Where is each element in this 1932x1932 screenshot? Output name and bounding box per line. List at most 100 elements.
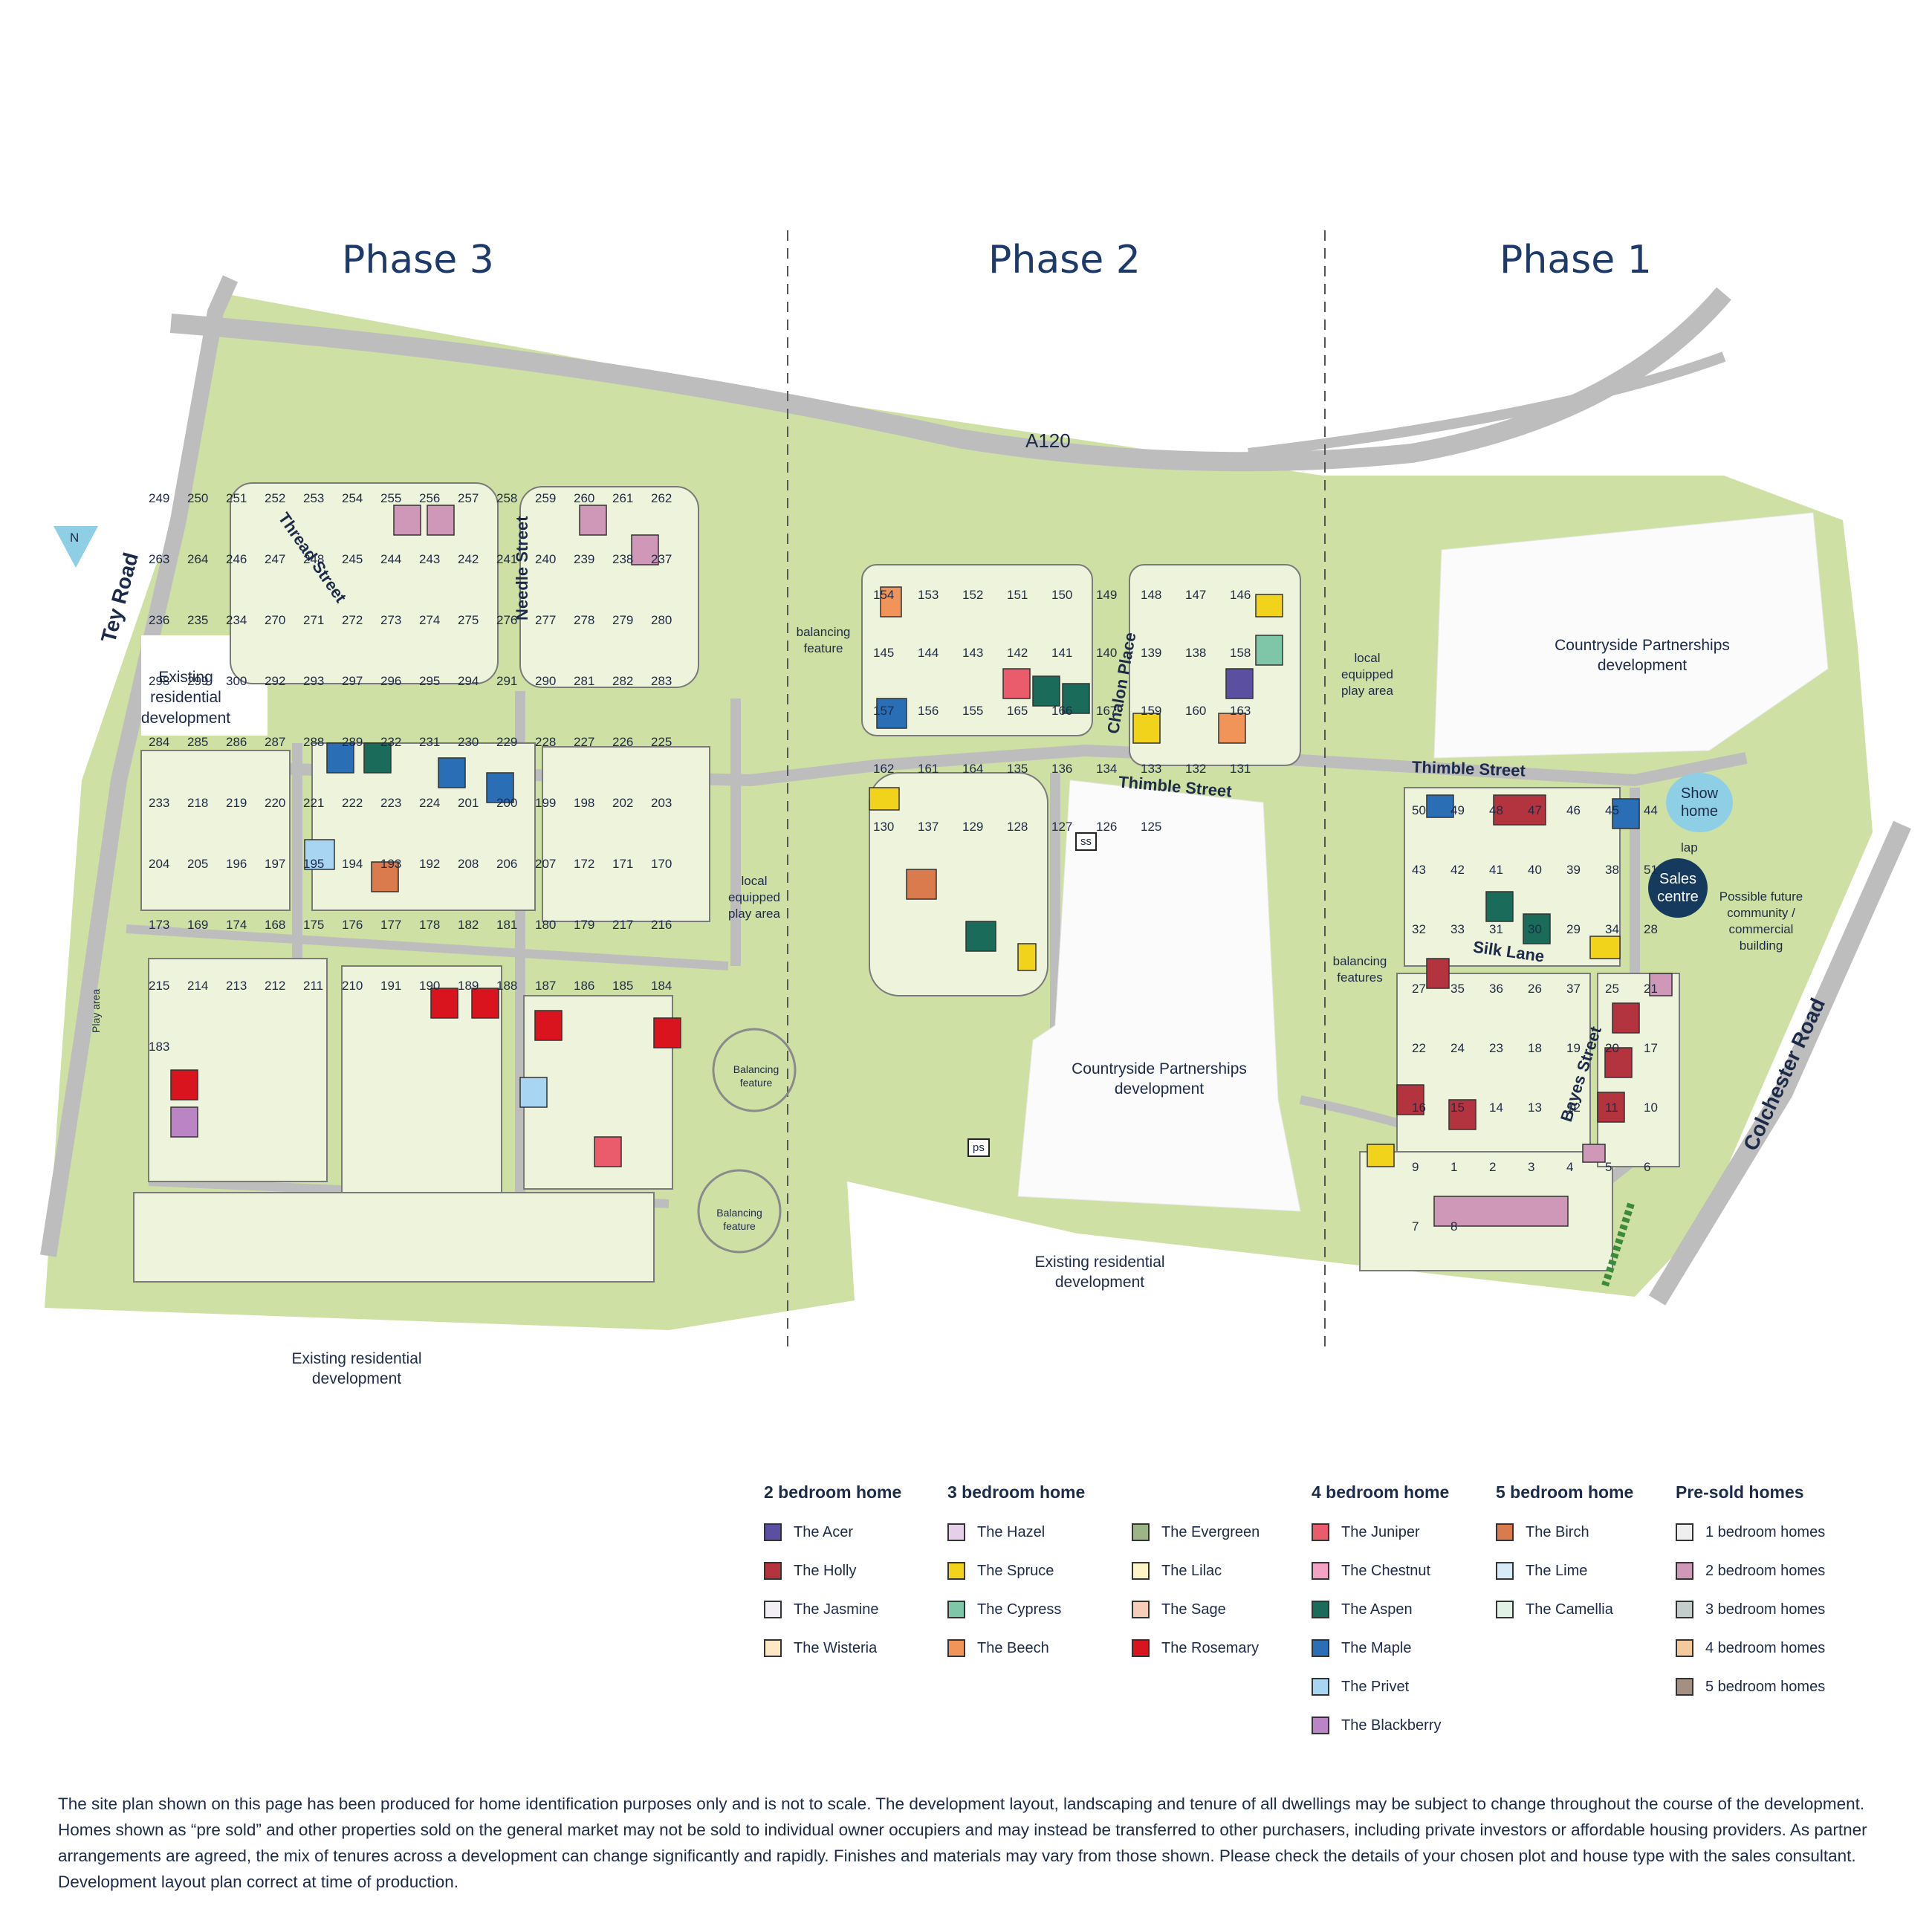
plot-number[interactable]: 142 (1007, 646, 1028, 660)
plot-number[interactable]: 154 (873, 588, 895, 602)
plot-number[interactable]: 160 (1185, 704, 1207, 718)
plot-number[interactable]: 231 (419, 735, 441, 749)
plot-number[interactable]: 133 (1141, 762, 1162, 776)
plot-number[interactable]: 293 (303, 674, 325, 688)
plot-number[interactable]: 294 (458, 674, 479, 688)
plot-number[interactable]: 298 (149, 674, 170, 688)
plot-number[interactable]: 260 (574, 491, 595, 505)
plot-number[interactable]: 12 (1566, 1100, 1581, 1115)
plot-number[interactable]: 273 (380, 613, 402, 627)
plot-number[interactable]: 200 (496, 796, 518, 810)
plot-number[interactable]: 23 (1489, 1041, 1503, 1055)
plot-number[interactable]: 241 (496, 552, 518, 566)
plot-number[interactable]: 6 (1644, 1160, 1651, 1174)
plot-number[interactable]: 286 (226, 735, 247, 749)
plot-number[interactable]: 271 (303, 613, 325, 627)
plot-number[interactable]: 30 (1528, 922, 1542, 936)
plot-number[interactable]: 252 (265, 491, 286, 505)
plot-number[interactable]: 277 (535, 613, 557, 627)
plot-number[interactable]: 22 (1412, 1041, 1426, 1055)
plot-number[interactable]: 35 (1450, 982, 1465, 996)
plot-number[interactable]: 270 (265, 613, 286, 627)
plot-number[interactable]: 26 (1528, 982, 1542, 996)
plot-number[interactable]: 11 (1605, 1100, 1618, 1115)
plot-number[interactable]: 178 (419, 918, 441, 932)
plot-number[interactable]: 256 (419, 491, 441, 505)
plot-number[interactable]: 222 (342, 796, 363, 810)
plot-number[interactable]: 261 (612, 491, 634, 505)
plot-number[interactable]: 19 (1566, 1041, 1581, 1055)
plot-number[interactable]: 240 (535, 552, 557, 566)
plot-number[interactable]: 291 (496, 674, 518, 688)
plot-number[interactable]: 262 (651, 491, 672, 505)
plot-number[interactable]: 284 (149, 735, 170, 749)
plot-number[interactable]: 229 (496, 735, 518, 749)
plot-number[interactable]: 292 (265, 674, 286, 688)
plot-number[interactable]: 149 (1096, 588, 1118, 602)
plot-number[interactable]: 198 (574, 796, 595, 810)
plot-number[interactable]: 180 (535, 918, 557, 932)
plot-number[interactable]: 230 (458, 735, 479, 749)
plot-number[interactable]: 258 (496, 491, 518, 505)
plot-number[interactable]: 13 (1528, 1100, 1542, 1115)
plot-number[interactable]: 215 (149, 979, 170, 993)
plot-number[interactable]: 224 (419, 796, 441, 810)
plot-number[interactable]: 136 (1051, 762, 1073, 776)
plot-number[interactable]: 214 (187, 979, 209, 993)
plot-number[interactable]: 32 (1412, 922, 1426, 936)
plot-number[interactable]: 196 (226, 857, 247, 871)
plot-number[interactable]: 1 (1450, 1160, 1458, 1174)
plot-number[interactable]: 7 (1412, 1219, 1419, 1234)
plot-number[interactable]: 275 (458, 613, 479, 627)
plot-number[interactable]: 40 (1528, 863, 1542, 877)
plot-number[interactable]: 280 (651, 613, 672, 627)
plot-number[interactable]: 50 (1412, 803, 1426, 817)
plot-number[interactable]: 179 (574, 918, 595, 932)
plot-number[interactable]: 288 (303, 735, 325, 749)
plot-number[interactable]: 189 (458, 979, 479, 993)
plot-number[interactable]: 129 (962, 820, 984, 834)
plot-number[interactable]: 228 (535, 735, 557, 749)
plot-number[interactable]: 173 (149, 918, 170, 932)
plot-number[interactable]: 5 (1605, 1160, 1612, 1174)
plot-number[interactable]: 207 (535, 857, 557, 871)
plot-number[interactable]: 297 (342, 674, 363, 688)
plot-number[interactable]: 49 (1450, 803, 1465, 817)
plot-number[interactable]: 225 (651, 735, 672, 749)
show-home-bubble[interactable]: Show home (1666, 773, 1733, 832)
plot-number[interactable]: 283 (651, 674, 672, 688)
plot-number[interactable]: 201 (458, 796, 479, 810)
plot-number[interactable]: 217 (612, 918, 634, 932)
plot-number[interactable]: 237 (651, 552, 672, 566)
plot-number[interactable]: 227 (574, 735, 595, 749)
plot-number[interactable]: 239 (574, 552, 595, 566)
plot-number[interactable]: 158 (1230, 646, 1251, 660)
plot-number[interactable]: 244 (380, 552, 402, 566)
plot-number[interactable]: 249 (149, 491, 170, 505)
plot-number[interactable]: 216 (651, 918, 672, 932)
plot-number[interactable]: 33 (1450, 922, 1465, 936)
plot-number[interactable]: 235 (187, 613, 209, 627)
plot-number[interactable]: 247 (265, 552, 286, 566)
plot-number[interactable]: 263 (149, 552, 170, 566)
plot-number[interactable]: 25 (1605, 982, 1619, 996)
plot-number[interactable]: 44 (1644, 803, 1658, 817)
plot-number[interactable]: 9 (1412, 1160, 1419, 1174)
plot-number[interactable]: 148 (1141, 588, 1162, 602)
plot-number[interactable]: 131 (1230, 762, 1251, 776)
plot-number[interactable]: 289 (342, 735, 363, 749)
plot-number[interactable]: 238 (612, 552, 634, 566)
plot-number[interactable]: 152 (962, 588, 984, 602)
plot-number[interactable]: 221 (303, 796, 325, 810)
plot-number[interactable]: 219 (226, 796, 247, 810)
plot-number[interactable]: 248 (303, 552, 325, 566)
plot-number[interactable]: 245 (342, 552, 363, 566)
plot-number[interactable]: 144 (918, 646, 939, 660)
plot-number[interactable]: 211 (303, 979, 324, 993)
plot-number[interactable]: 146 (1230, 588, 1251, 602)
plot-number[interactable]: 125 (1141, 820, 1162, 834)
plot-number[interactable]: 37 (1566, 982, 1581, 996)
plot-number[interactable]: 191 (380, 979, 402, 993)
plot-number[interactable]: 205 (187, 857, 209, 871)
plot-number[interactable]: 264 (187, 552, 209, 566)
